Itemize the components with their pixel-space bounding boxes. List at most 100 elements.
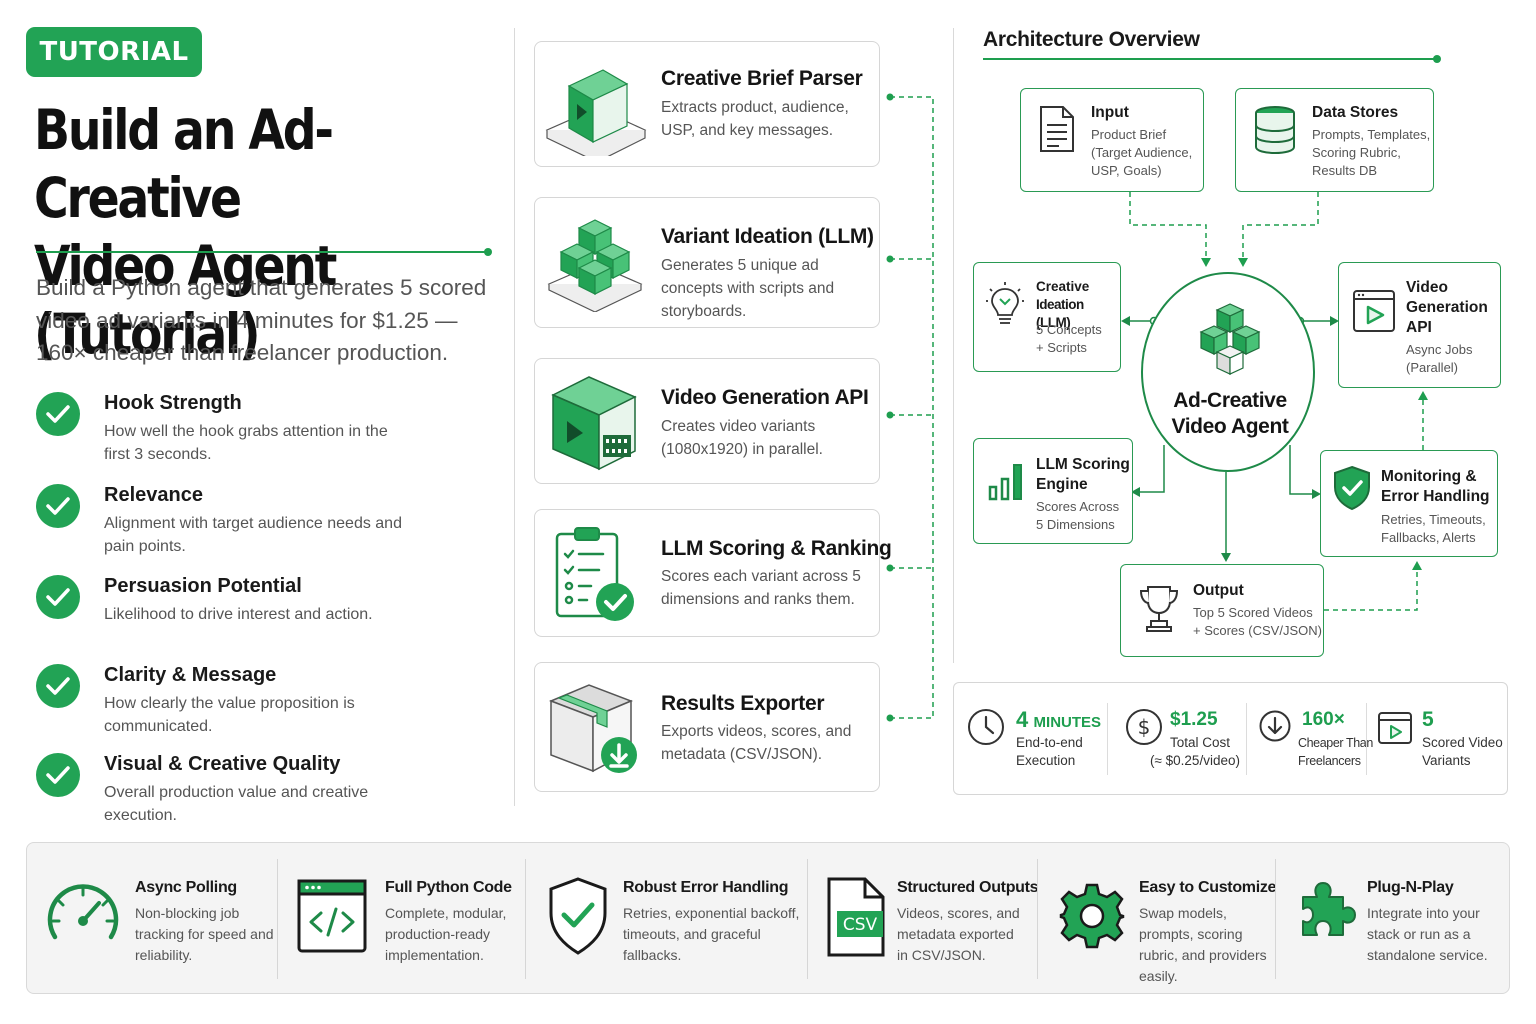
criterion-title: Persuasion Potential	[104, 575, 302, 597]
step-desc: Scores each variant across 5 dimensions …	[661, 568, 861, 608]
check-circle-icon	[36, 575, 80, 619]
gauge-icon	[45, 877, 121, 950]
intro-text: Build a Python agent that generates 5 sc…	[36, 275, 487, 365]
step-card-variant-ideation: Variant Ideation (LLM) Generates 5 uniqu…	[534, 197, 880, 328]
column-divider	[514, 28, 515, 806]
node-title: LLM Scoring	[1036, 456, 1130, 473]
stat-divider	[1107, 703, 1108, 775]
step-desc: Generates 5 unique ad concepts with scri…	[661, 257, 835, 320]
stat-unit: MINUTES	[1033, 714, 1102, 731]
criterion-item: Relevance Alignment with target audience…	[36, 482, 476, 562]
node-output: Output Top 5 Scored Videos + Scores (CSV…	[1120, 564, 1324, 657]
cube-stack-icon	[545, 208, 649, 317]
criterion-desc: Alignment with target audience needs and…	[104, 515, 402, 555]
criterion-desc: Overall production value and creative ex…	[104, 784, 369, 824]
feature-item: Async Polling Non-blocking job tracking …	[27, 843, 275, 995]
gear-icon	[1057, 881, 1127, 956]
stat-label: End-to-end	[1016, 735, 1083, 750]
feature-item: Full Python Code Complete, modular, prod…	[279, 843, 525, 995]
step-card-llm-scoring: LLM Scoring & Ranking Scores each varian…	[534, 509, 892, 637]
stat-value: 4	[1016, 707, 1029, 732]
stat-item: 5 Scored Video Variants	[1372, 683, 1506, 796]
step-card-results-exporter: Results Exporter Exports videos, scores,…	[534, 662, 880, 792]
dollar-icon: $	[1124, 707, 1164, 752]
node-title: Output	[1193, 582, 1244, 599]
page-title: Build an Ad-Creative Video Agent (Tutori…	[34, 96, 438, 368]
criterion-item: Persuasion Potential Likelihood to drive…	[36, 573, 476, 653]
criterion-title: Relevance	[104, 484, 203, 506]
database-icon	[1254, 105, 1296, 160]
criterion-desc: Likelihood to drive interest and action.	[104, 606, 373, 623]
hub-title-line2: Video Agent	[1171, 415, 1289, 438]
node-desc: (Parallel)	[1406, 360, 1459, 375]
node-creative-ideation: Creative Ideation (LLM) 5 Concepts + Scr…	[973, 262, 1121, 372]
feature-divider	[277, 859, 278, 979]
column-divider	[953, 28, 954, 663]
hub-title-line1: Ad-Creative	[1173, 389, 1287, 412]
video-play-icon	[1378, 711, 1412, 750]
feature-title: Plug-N-Play	[1367, 879, 1454, 896]
criterion-item: Hook Strength How well the hook grabs at…	[36, 390, 476, 470]
node-title: Input	[1091, 104, 1129, 121]
step-title: LLM Scoring & Ranking	[661, 537, 892, 560]
check-circle-icon	[36, 753, 80, 797]
node-desc: + Scripts	[1036, 340, 1087, 355]
stat-label: Freelancers	[1298, 754, 1361, 768]
video-play-icon	[1353, 289, 1395, 338]
criterion-title: Clarity & Message	[104, 664, 277, 686]
stat-item: 160× Cheaper Than Freelancers	[1250, 683, 1373, 796]
clock-icon	[966, 707, 1006, 752]
stat-value: $1.25	[1170, 709, 1218, 730]
bar-chart-icon	[988, 461, 1024, 506]
step-title: Video Generation API	[661, 386, 869, 409]
criterion-desc: How clearly the value proposition is com…	[104, 695, 355, 735]
feature-desc: Videos, scores, and metadata exported in…	[897, 905, 1020, 963]
stats-panel: 4 MINUTES End-to-end Execution $ $1.25 T…	[953, 682, 1508, 795]
check-circle-icon	[36, 392, 80, 436]
node-title: Data Stores	[1312, 104, 1399, 121]
stat-item: 4 MINUTES End-to-end Execution	[954, 683, 1107, 796]
feature-title: Full Python Code	[385, 879, 512, 896]
node-desc: USP, Goals)	[1091, 163, 1162, 178]
node-title: Monitoring &	[1381, 468, 1477, 485]
svg-text:$: $	[1138, 715, 1151, 739]
step-title: Variant Ideation (LLM)	[661, 225, 874, 248]
step-desc: Exports videos, scores, and metadata (CS…	[661, 723, 852, 763]
criterion-item: Visual & Creative Quality Overall produc…	[36, 751, 476, 831]
document-icon	[1037, 105, 1077, 158]
feature-title: Async Polling	[135, 879, 237, 896]
shield-check-icon	[1333, 465, 1371, 516]
feature-divider	[1275, 859, 1276, 979]
node-title: Creative	[1036, 279, 1090, 294]
node-desc: 5 Dimensions	[1036, 517, 1115, 532]
hub-ad-creative-agent: Ad-Creative Video Agent	[1141, 272, 1315, 472]
svg-text:CSV: CSV	[843, 915, 878, 935]
step-card-brief-parser: Creative Brief Parser Extracts product, …	[534, 41, 880, 167]
feature-item: Robust Error Handling Retries, exponenti…	[527, 843, 807, 995]
csv-file-icon: CSV	[825, 877, 887, 962]
title-divider	[36, 248, 492, 256]
stat-item: $ $1.25 Total Cost (≈ $0.25/video)	[1114, 683, 1244, 796]
node-desc: Fallbacks, Alerts	[1381, 530, 1476, 545]
feature-title: Easy to Customize	[1139, 879, 1277, 896]
node-title: Generation	[1406, 299, 1488, 316]
criterion-desc: How well the hook grabs attention in the…	[104, 423, 388, 463]
stat-value: 160×	[1302, 709, 1345, 730]
feature-item: Plug-N-Play Integrate into your stack or…	[1277, 843, 1509, 995]
stat-label: Execution	[1016, 753, 1076, 768]
cube-play-icon	[545, 52, 649, 163]
node-desc: Product Brief	[1091, 127, 1167, 142]
feature-title: Structured Outputs	[897, 879, 1039, 896]
puzzle-icon	[1299, 879, 1359, 950]
node-monitoring: Monitoring & Error Handling Retries, Tim…	[1320, 450, 1498, 557]
feature-item: Easy to Customize Swap models, prompts, …	[1039, 843, 1277, 995]
criterion-title: Hook Strength	[104, 392, 242, 414]
stat-label: Scored Video	[1422, 735, 1503, 750]
page-title-line2: Video Agent (Tutorial)	[34, 234, 337, 366]
criterion-item: Clarity & Message How clearly the value …	[36, 662, 476, 742]
stat-label: (≈ $0.25/video)	[1150, 753, 1240, 768]
architecture-divider	[983, 55, 1441, 63]
node-desc: Scoring Rubric,	[1312, 145, 1401, 160]
stat-value: 5	[1422, 708, 1434, 731]
stat-label: Variants	[1422, 753, 1471, 768]
